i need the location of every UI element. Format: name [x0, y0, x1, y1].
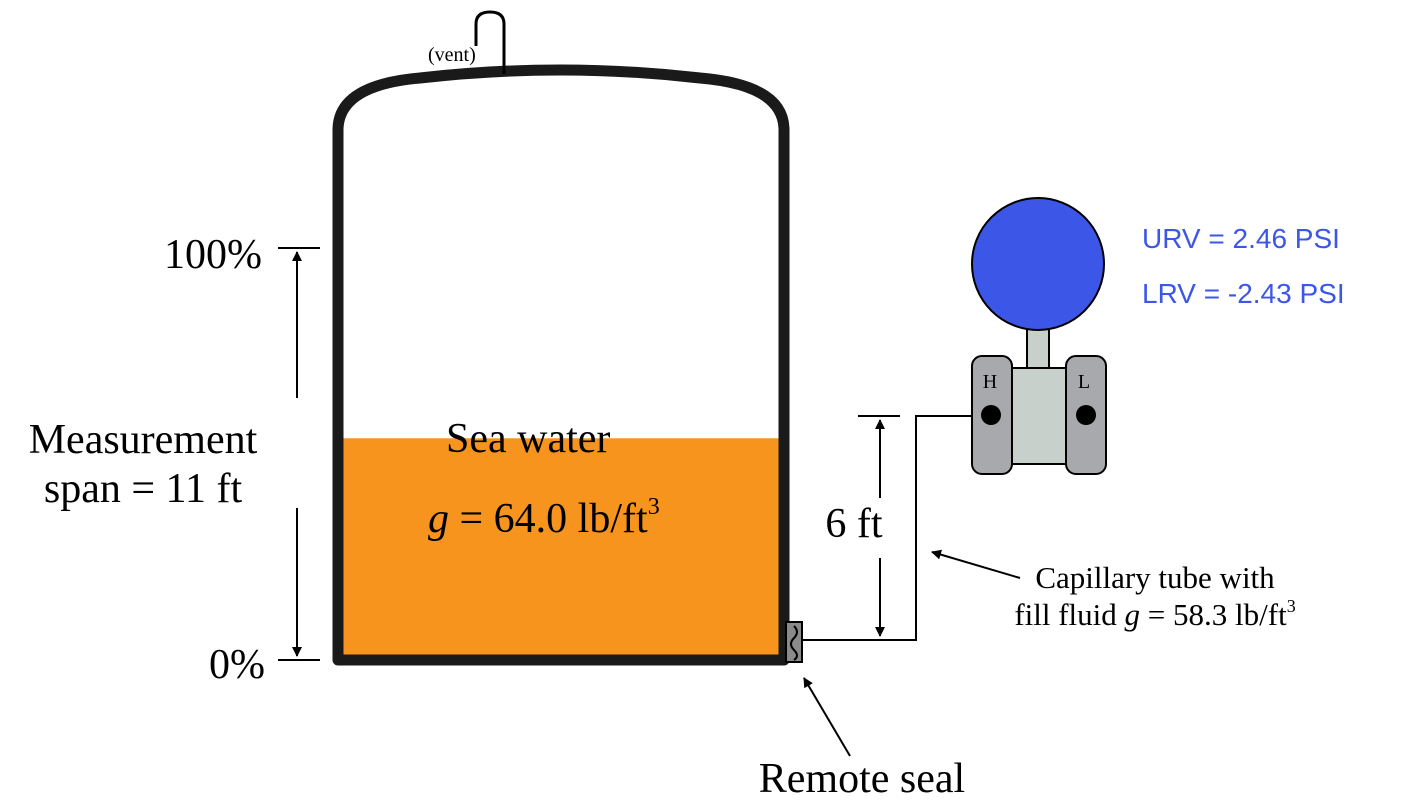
remote-seal-diaphragm	[790, 625, 798, 661]
measurement-span-line2: span = 11 ft	[44, 466, 243, 512]
capillary-density-value: = 58.3 lb/ft	[1140, 597, 1287, 632]
fluid-density-exponent: 3	[648, 494, 660, 520]
remote-seal-callout-arrow	[803, 677, 851, 757]
capillary-label-line2: fill fluid g = 58.3 lb/ft3	[1014, 596, 1295, 632]
remote-seal-label: Remote seal	[759, 756, 965, 802]
low-port-dot	[1076, 405, 1096, 425]
capillary-density-exponent: 3	[1287, 596, 1296, 616]
transmitter-head	[971, 197, 1105, 331]
fluid-density-value: = 64.0 lb/ft	[449, 496, 648, 542]
urv-label: URV = 2.46 PSI	[1142, 223, 1340, 254]
capillary-label-line1: Capillary tube with	[1035, 560, 1275, 595]
lrv-label: LRV = -2.43 PSI	[1142, 278, 1345, 309]
fluid-name: Sea water	[446, 416, 610, 462]
vent-pipe	[474, 10, 506, 74]
high-port-dot	[981, 405, 1001, 425]
capillary-label-prefix: fill fluid	[1014, 597, 1124, 632]
capillary-callout-arrow	[931, 549, 1021, 579]
vent-label: (vent)	[428, 44, 476, 66]
sea-water-liquid	[343, 438, 779, 656]
high-port-label: H	[983, 371, 997, 393]
tank-outline	[332, 64, 790, 666]
measurement-span-line1: Measurement	[29, 417, 258, 463]
transmitter-body	[1007, 367, 1071, 465]
capillary-height-label: 6 ft	[825, 501, 882, 547]
scale-top-label: 100%	[164, 232, 262, 278]
capillary-density-symbol: g	[1125, 597, 1141, 632]
fluid-density: g = 64.0 lb/ft3	[428, 494, 660, 542]
scale-bottom-label: 0%	[209, 642, 265, 688]
fluid-density-symbol: g	[428, 496, 449, 542]
remote-seal	[785, 621, 803, 663]
low-port-label: L	[1078, 371, 1090, 393]
capillary-tube	[802, 415, 985, 641]
pressure-transmitter: H L	[971, 197, 1107, 475]
transmitter-neck	[1026, 325, 1050, 373]
